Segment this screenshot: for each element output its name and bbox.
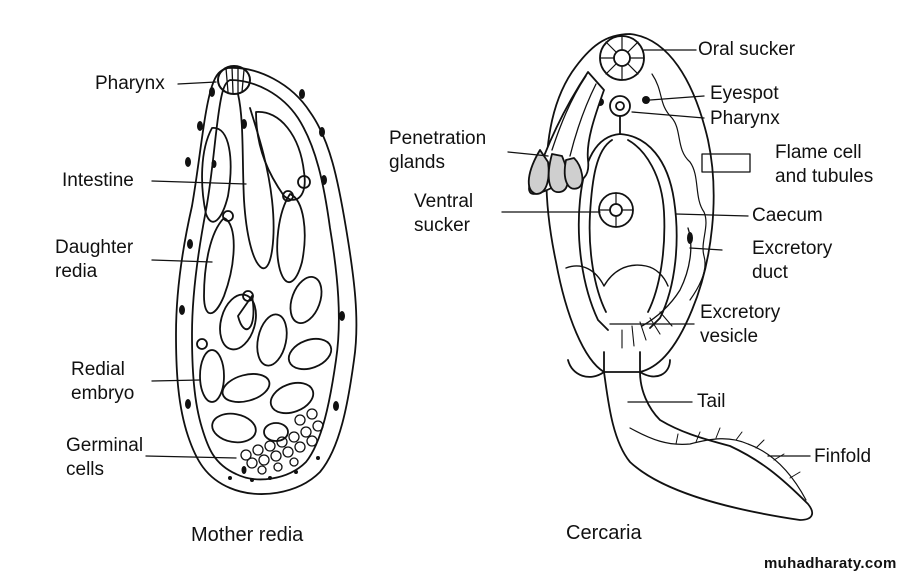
label-flame-cell-line2: and tubules [775, 166, 874, 187]
label-excretory-duct-line2: duct [752, 262, 788, 283]
label-redial-embryo-line2: embryo [71, 383, 135, 404]
label-redia-intestine: Intestine [62, 170, 134, 191]
redia-body-inner [191, 79, 340, 481]
excretory-vesicle [621, 311, 673, 349]
label-flame-cell-line1: Flame cell [775, 142, 862, 163]
daughter-redia-5 [237, 295, 255, 330]
label-ventral-sucker-line2: sucker [414, 215, 470, 236]
label-tail: Tail [697, 391, 726, 412]
leader-redia-intestine [151, 180, 247, 185]
leader-excretory-duct [689, 247, 723, 251]
excretory-duct [641, 227, 692, 327]
leader-flame-cell-bracket [701, 153, 751, 173]
leader-germinal-cells [145, 455, 237, 459]
label-excretory-duct-line1: Excretory [752, 238, 833, 259]
label-germinal-cells-line1: Germinal [66, 435, 144, 456]
label-germinal-cells-line2: cells [66, 459, 105, 480]
redia-body-outer [175, 67, 358, 495]
label-oral-sucker: Oral sucker [698, 39, 796, 60]
cercaria-finfold [629, 427, 807, 501]
leader-redial-embryo [151, 379, 201, 382]
label-eyespot: Eyespot [710, 83, 779, 104]
leader-caecum [675, 213, 749, 217]
label-penetration-glands-line2: glands [389, 152, 445, 173]
leader-redia-pharynx [177, 81, 217, 85]
caption-mother-redia: Mother redia [191, 524, 304, 546]
label-daughter-redia-line1: Daughter [55, 237, 134, 258]
label-redial-embryo-line1: Redial [71, 359, 125, 380]
cercaria-tail [603, 371, 814, 521]
penetration-glands [527, 71, 605, 195]
label-finfold: Finfold [814, 446, 872, 467]
daughter-redia-3 [203, 217, 235, 315]
daughter-redia-1 [201, 127, 232, 223]
leader-daughter-redia [151, 259, 213, 263]
mother-redia-figure [145, 65, 358, 495]
label-penetration-glands-line1: Penetration [389, 128, 487, 149]
germinal-cells [240, 408, 324, 475]
cercaria-body [545, 33, 715, 373]
label-excretory-vesicle-line1: Excretory [700, 302, 781, 323]
watermark: muhadharaty.com [764, 555, 897, 572]
redia-pharynx [217, 65, 251, 95]
leader-pharynx [631, 111, 705, 119]
label-redia-pharynx: Pharynx [95, 73, 165, 94]
label-cercaria-pharynx: Pharynx [710, 108, 780, 129]
leader-eyespot [649, 95, 705, 101]
daughter-redia-4 [276, 193, 306, 283]
cercaria-pharynx [609, 95, 631, 117]
leader-penetration-glands [507, 151, 549, 157]
label-daughter-redia-line2: redia [55, 261, 98, 282]
label-ventral-sucker-line1: Ventral [414, 191, 474, 212]
redial-embryos [199, 276, 333, 444]
daughter-redia-2 [255, 111, 306, 201]
caption-cercaria: Cercaria [566, 522, 642, 544]
cercaria-figure [501, 33, 814, 521]
body-wall-nuclei [179, 87, 345, 482]
redia-intestine [237, 93, 275, 269]
label-caecum: Caecum [752, 205, 823, 226]
label-excretory-vesicle-line2: vesicle [700, 326, 759, 347]
caecum [577, 115, 678, 331]
